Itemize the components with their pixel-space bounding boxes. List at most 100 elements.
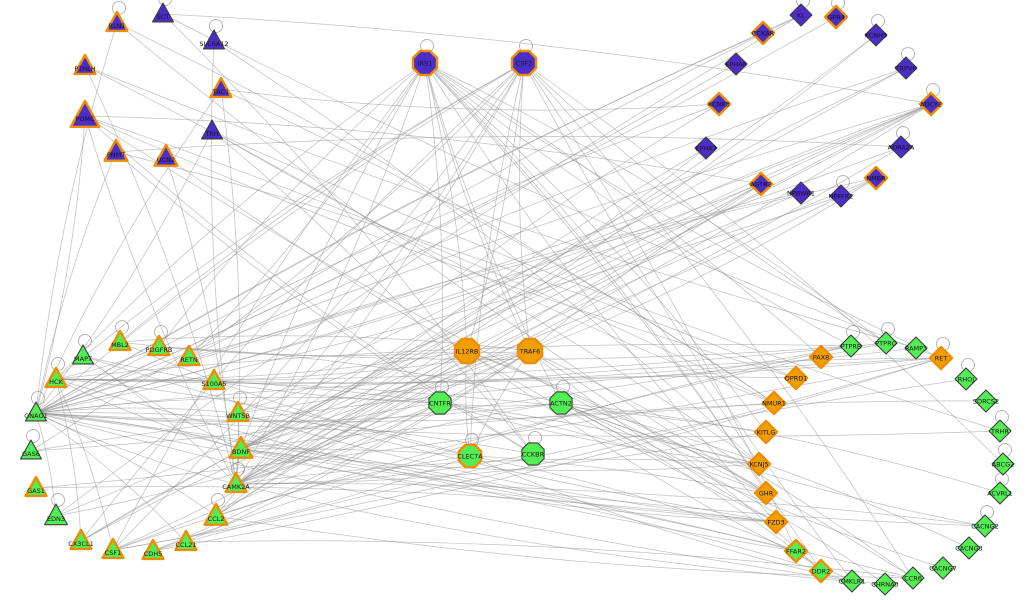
diamond-shape-epha7[interactable] — [694, 136, 718, 160]
octagon-shape-traf6[interactable] — [516, 337, 544, 365]
node-ptprb[interactable]: PTPRB — [839, 334, 863, 358]
node-nmur1[interactable]: NMUR1 — [761, 390, 787, 416]
octagon-shape-cntfr[interactable] — [428, 391, 452, 415]
triangle-shape-camk2a[interactable] — [224, 471, 248, 494]
triangle-shape-s100a5[interactable] — [202, 368, 226, 391]
octagon-shape-actn2[interactable] — [549, 391, 573, 415]
diamond-shape-ccr6[interactable] — [901, 566, 925, 590]
node-cacng3[interactable]: CACNG3 — [955, 536, 983, 560]
node-adcy2[interactable]: ADCY2 — [918, 91, 944, 117]
triangle-shape-cdh5[interactable] — [141, 538, 165, 561]
node-cacng2[interactable]: CACNG2 — [971, 514, 999, 538]
diamond-shape-kl[interactable] — [789, 3, 813, 27]
node-kitlg[interactable]: KITLG — [753, 419, 779, 445]
triangle-shape-pdgfrb[interactable] — [147, 334, 171, 357]
triangle-shape-mapt[interactable] — [72, 344, 94, 365]
triangle-shape-ucn2[interactable] — [153, 143, 179, 167]
node-sorcs2[interactable]: SORCS2 — [973, 389, 999, 413]
triangle-shape-retn[interactable] — [177, 344, 201, 367]
node-clec7a[interactable]: CLEC7A — [457, 443, 483, 469]
diamond-shape-cacng7[interactable] — [931, 556, 955, 580]
node-kl[interactable]: KL — [789, 3, 813, 27]
octagon-shape-cckbr[interactable] — [521, 442, 545, 466]
diamond-shape-nmbr[interactable] — [863, 165, 889, 191]
node-ffar2[interactable]: FFAR2 — [783, 538, 809, 564]
node-oprd1[interactable]: OPRD1 — [783, 365, 809, 391]
node-ramp3[interactable]: RAMP3 — [904, 336, 928, 360]
diamond-shape-adcy2[interactable] — [918, 91, 944, 117]
node-cckbr[interactable]: CCKBR — [521, 442, 545, 466]
triangle-shape-sct[interactable] — [152, 2, 174, 23]
node-kcnj5[interactable]: KCNJ5 — [746, 451, 772, 477]
node-rln1[interactable]: RLN1 — [105, 10, 129, 33]
diamond-shape-pax8[interactable] — [808, 344, 834, 370]
diamond-shape-npbwr1[interactable] — [789, 181, 813, 205]
diamond-shape-cacng2[interactable] — [973, 514, 997, 538]
diamond-shape-rhoj[interactable] — [954, 367, 978, 391]
triangle-shape-gas6[interactable] — [19, 439, 43, 460]
diamond-shape-adra2a[interactable] — [889, 135, 913, 159]
node-ret[interactable]: RET — [928, 345, 954, 371]
node-mapt[interactable]: MAPT — [72, 344, 94, 365]
triangle-shape-mbl2[interactable] — [108, 329, 132, 352]
triangle-shape-gnao1[interactable] — [24, 401, 48, 422]
diamond-shape-nmur1[interactable] — [761, 390, 787, 416]
triangle-shape-edn3[interactable] — [44, 503, 68, 526]
diamond-shape-abcg2[interactable] — [991, 452, 1015, 476]
diamond-shape-npffr2[interactable] — [829, 184, 853, 208]
diamond-shape-agtr2[interactable] — [748, 171, 774, 197]
node-traf6[interactable]: TRAF6 — [516, 337, 544, 365]
triangle-shape-gas1[interactable] — [24, 475, 48, 498]
node-slc6a12[interactable]: SLC6A12 — [199, 29, 229, 50]
diamond-shape-ghr[interactable] — [753, 480, 779, 506]
diamond-shape-trpv6[interactable] — [894, 56, 918, 80]
triangle-shape-wnt5b[interactable] — [226, 400, 250, 423]
diamond-shape-ret[interactable] — [928, 345, 954, 371]
node-sct[interactable]: SCT — [152, 2, 174, 23]
node-trhr[interactable]: TRHR — [988, 419, 1012, 443]
diamond-shape-ffar2[interactable] — [783, 538, 809, 564]
node-gas1[interactable]: GAS1 — [24, 475, 48, 498]
node-acvrl1[interactable]: ACVRL1 — [987, 481, 1013, 505]
node-irs1[interactable]: IRS1 — [411, 49, 439, 77]
node-trpv6[interactable]: TRPV6 — [894, 56, 918, 80]
node-adra2a[interactable]: ADRA2A — [888, 135, 915, 159]
diamond-shape-acvrl1[interactable] — [988, 481, 1012, 505]
node-ccr6[interactable]: CCR6 — [901, 566, 925, 590]
triangle-shape-slc6a12[interactable] — [203, 29, 225, 50]
node-pthlh[interactable]: PTHLH — [73, 53, 97, 76]
triangle-shape-pnmt[interactable] — [103, 138, 129, 162]
node-gpr4[interactable]: GPR4 — [823, 4, 849, 30]
node-pnmt[interactable]: PNMT — [103, 138, 129, 162]
diamond-shape-sorcs2[interactable] — [974, 389, 998, 413]
node-cntfr[interactable]: CNTFR — [428, 391, 452, 415]
node-cx3cl1[interactable]: CX3CL1 — [68, 528, 94, 551]
node-kcnk3[interactable]: KCNK3 — [706, 91, 732, 117]
node-rhoj[interactable]: RHOJ — [954, 367, 978, 391]
diamond-shape-kitlg[interactable] — [753, 419, 779, 445]
diamond-shape-kcnh5[interactable] — [864, 23, 888, 47]
triangle-shape-ccl21[interactable] — [174, 529, 198, 552]
octagon-shape-clec7a[interactable] — [457, 443, 483, 469]
node-actn2[interactable]: ACTN2 — [549, 391, 573, 415]
triangle-shape-cx3cl1[interactable] — [69, 528, 93, 551]
node-trh[interactable]: TRH — [201, 119, 223, 140]
node-pomc[interactable]: POMC — [69, 99, 101, 129]
diamond-shape-cacng3[interactable] — [957, 536, 981, 560]
triangle-shape-bdnf[interactable] — [228, 435, 254, 459]
node-csf2[interactable]: CSF2 — [510, 49, 538, 77]
diamond-shape-ramp3[interactable] — [904, 336, 928, 360]
octagon-shape-il12rb[interactable] — [453, 337, 481, 365]
diamond-shape-fzd3[interactable] — [763, 509, 789, 535]
node-il12rb[interactable]: IL12RB — [453, 337, 481, 365]
triangle-shape-csf1[interactable] — [101, 537, 125, 560]
diamond-shape-ddr2[interactable] — [808, 558, 834, 584]
diamond-shape-oprd1[interactable] — [783, 365, 809, 391]
triangle-shape-hck[interactable] — [44, 366, 68, 389]
triangle-shape-ccl2[interactable] — [203, 502, 229, 526]
node-cckar[interactable]: CCKAR — [750, 20, 776, 46]
node-ddr2[interactable]: DDR2 — [808, 558, 834, 584]
diamond-shape-ptprb[interactable] — [839, 334, 863, 358]
node-cacng7[interactable]: CACNG7 — [929, 556, 957, 580]
octagon-shape-irs1[interactable] — [411, 49, 439, 77]
